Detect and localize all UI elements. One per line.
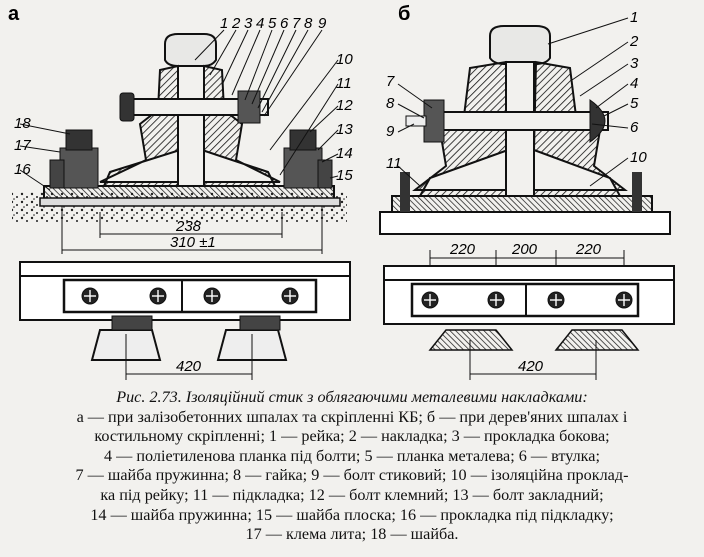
callout-b-8: 8 bbox=[386, 95, 395, 112]
bolt-head bbox=[119, 92, 135, 122]
dim-310: 310 ±1 bbox=[170, 234, 216, 251]
callout-a-10: 10 bbox=[336, 51, 353, 68]
nut bbox=[237, 90, 261, 124]
callout-a-4: 4 bbox=[256, 15, 264, 32]
caption-line-2: костильному скріпленні; 1 — рейка; 2 — н… bbox=[94, 427, 610, 446]
tie-plate-right bbox=[554, 329, 640, 351]
callout-a-5: 5 bbox=[268, 15, 277, 32]
caption-line-1: а — при залізобетонних шпалах та скріпле… bbox=[76, 407, 628, 426]
callout-a-12: 12 bbox=[336, 97, 353, 114]
leader-lines-b bbox=[397, 17, 629, 187]
callout-a-17: 17 bbox=[14, 137, 31, 154]
callout-b-11: 11 bbox=[386, 155, 402, 172]
technical-drawing: а bbox=[8, 3, 675, 380]
callout-a-9: 9 bbox=[318, 15, 327, 32]
callout-b-5: 5 bbox=[630, 95, 639, 112]
rail-head-b bbox=[489, 25, 551, 65]
callout-a-3: 3 bbox=[244, 15, 253, 32]
rail-head bbox=[164, 33, 217, 67]
dim-200: 200 bbox=[511, 241, 538, 258]
callout-a-8: 8 bbox=[304, 15, 313, 32]
clamp-left bbox=[49, 129, 99, 189]
callout-a-6: 6 bbox=[280, 15, 289, 32]
joint-bars-b bbox=[412, 60, 628, 197]
caption-line-7: 17 — клема лита; 18 — шайба. bbox=[245, 525, 459, 544]
spike-left bbox=[400, 172, 410, 212]
callout-a-15: 15 bbox=[336, 167, 353, 184]
wooden-sleeper bbox=[379, 211, 671, 235]
dim-220-right: 220 bbox=[575, 241, 602, 258]
callout-b-1: 1 bbox=[630, 9, 638, 26]
joint-bars bbox=[99, 64, 281, 187]
callout-b-6: 6 bbox=[630, 119, 639, 136]
callout-b-2: 2 bbox=[629, 33, 639, 50]
callout-a-13: 13 bbox=[336, 121, 353, 138]
callout-b-7: 7 bbox=[386, 73, 395, 90]
callout-a-7: 7 bbox=[292, 15, 301, 32]
callout-a-14: 14 bbox=[336, 145, 353, 162]
panel-a-cross-section: а bbox=[8, 3, 353, 254]
dim-420-b: 420 bbox=[518, 358, 544, 375]
panel-b-side-view: 220 200 220 420 bbox=[383, 241, 675, 380]
caption-line-4: 7 — шайба пружинна; 8 — гайка; 9 — болт … bbox=[75, 466, 629, 485]
caption-line-3: 4 — поліетиленова планка під болти; 5 — … bbox=[104, 446, 600, 465]
caption-title: Рис. 2.73. Ізоляційний стик з облягаючим… bbox=[116, 388, 588, 406]
dim-238: 238 bbox=[175, 218, 202, 235]
tie-plate bbox=[391, 195, 653, 213]
callout-a-2: 2 bbox=[231, 15, 241, 32]
caption-line-5: ка під рейку; 11 — підкладка; 12 — болт … bbox=[100, 485, 604, 504]
dim-220-left: 220 bbox=[449, 241, 476, 258]
callout-b-3: 3 bbox=[630, 55, 639, 72]
figure-caption: Рис. 2.73. Ізоляційний стик з облягаючим… bbox=[0, 388, 704, 545]
callout-b-10: 10 bbox=[630, 149, 647, 166]
panel-b-cross-section: б 1 2 3 4 5 6 7 8 9 10 11 bbox=[379, 3, 671, 235]
tie-plate-left bbox=[428, 329, 514, 351]
clamp-right bbox=[283, 129, 333, 189]
spike-right bbox=[632, 172, 642, 212]
callout-a-1: 1 bbox=[220, 15, 228, 32]
joint-bar-side bbox=[62, 278, 318, 314]
rail-web bbox=[177, 65, 205, 187]
panel-a-label: а bbox=[8, 3, 20, 25]
leader-lines-a bbox=[19, 29, 339, 191]
dim-420-a: 420 bbox=[176, 358, 202, 375]
panel-a-side-view: 420 bbox=[19, 261, 351, 380]
caption-line-6: 14 — шайба пружинна; 15 — шайба плоска; … bbox=[90, 505, 614, 524]
callout-b-4: 4 bbox=[630, 75, 638, 92]
dimension-lines-a bbox=[61, 206, 323, 254]
joint-bolt-b bbox=[431, 111, 609, 131]
callout-a-18: 18 bbox=[14, 115, 31, 132]
panel-b-label: б bbox=[398, 3, 410, 25]
bolt-head-b bbox=[589, 99, 606, 143]
callout-b-9: 9 bbox=[386, 123, 395, 140]
callout-a-11: 11 bbox=[336, 75, 352, 92]
callout-a-16: 16 bbox=[14, 161, 31, 178]
nut-b bbox=[423, 99, 445, 143]
base-plate bbox=[39, 197, 341, 207]
